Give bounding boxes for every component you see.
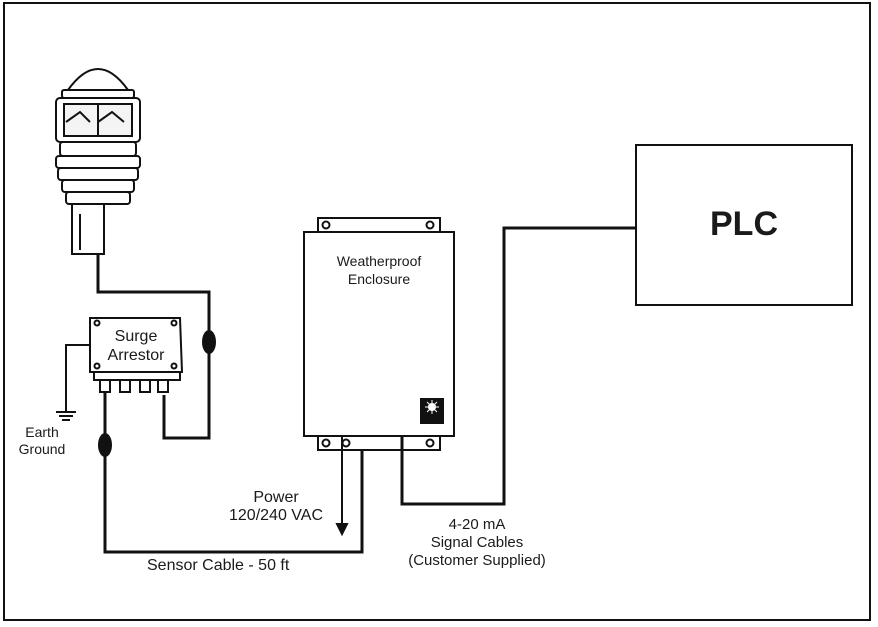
- surge-arrestor: [89, 317, 184, 393]
- enclosure-line1: Weatherproof: [336, 253, 422, 269]
- signal-line2: Signal Cables: [430, 534, 524, 551]
- surge-arrestor-line2: Arrestor: [107, 347, 165, 364]
- signal-cables-label: 4-20 mA Signal Cables (Customer Supplied…: [398, 516, 556, 570]
- power-label: Power 120/240 VAC: [218, 489, 334, 525]
- power-line2: 120/240 VAC: [229, 507, 323, 524]
- surge-arrestor-label: Surge Arrestor: [92, 327, 180, 365]
- signal-cable-line: [400, 226, 636, 506]
- signal-line1: 4-20 mA: [448, 516, 506, 533]
- power-arrow-icon: [335, 436, 349, 537]
- plc-label: PLC: [710, 205, 778, 243]
- earth-ground-line2: Ground: [18, 441, 66, 457]
- earth-ground-icon: [56, 344, 90, 421]
- cable-connector-icon: [98, 433, 112, 457]
- earth-ground-line1: Earth: [25, 424, 59, 440]
- power-line1: Power: [253, 489, 299, 506]
- cable-connector-icon: [202, 330, 216, 354]
- enclosure-line2: Enclosure: [347, 271, 411, 287]
- sensor-to-arrestor-cable: [96, 254, 211, 440]
- weather-sensor-icon: [55, 68, 141, 255]
- surge-arrestor-line1: Surge: [114, 328, 158, 345]
- sensor-cable-label: Sensor Cable - 50 ft: [147, 557, 290, 574]
- enclosure-label: Weatherproof Enclosure: [316, 252, 442, 288]
- plc-box: [635, 144, 853, 306]
- logo-icon: [420, 398, 444, 424]
- signal-line3: (Customer Supplied): [408, 552, 546, 569]
- earth-ground-label: Earth Ground: [14, 424, 70, 458]
- sensor-cable-line: [103, 392, 364, 554]
